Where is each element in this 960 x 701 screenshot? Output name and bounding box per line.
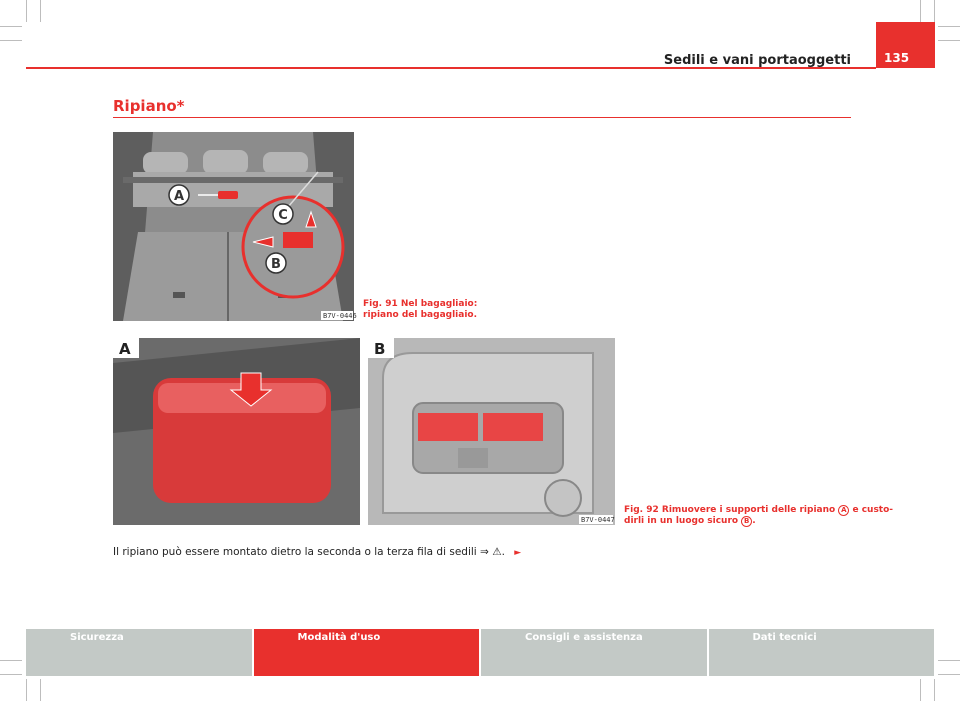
fig91-caption: Fig. 91 Nel bagagliaio: ripiano del baga… xyxy=(363,299,477,321)
continue-arrow-icon: ► xyxy=(514,548,522,558)
crop-mark xyxy=(40,0,41,22)
crop-mark xyxy=(40,679,41,701)
body-paragraph: Il ripiano può essere montato dietro la … xyxy=(113,546,521,558)
fig92-caption-b: B xyxy=(741,516,753,527)
fig91-code: B7V-0446 xyxy=(323,312,357,320)
body-after-warning: . xyxy=(501,546,505,558)
crop-mark xyxy=(0,40,22,41)
fig92-caption-a: A xyxy=(838,505,850,516)
figure-92-image: A B B7V-0447 xyxy=(113,338,615,525)
running-header-title: Sedili e vani portaoggetti xyxy=(663,53,851,68)
crop-mark xyxy=(920,679,921,701)
crop-mark xyxy=(938,40,960,41)
fig92-caption-mid: e custo- xyxy=(849,505,894,515)
fig92-caption-line1: Fig. 92 Rimuovere i supporti delle ripia… xyxy=(624,505,893,516)
fig91-caption-line1: Fig. 91 Nel bagagliaio: xyxy=(363,299,478,309)
crop-mark xyxy=(938,674,960,675)
fig91-label-c: C xyxy=(278,208,288,223)
header-rule xyxy=(26,67,876,69)
fig92-caption-line2-pre: dirli in un luogo sicuro xyxy=(624,516,742,526)
crop-mark xyxy=(938,26,960,27)
warning-icon[interactable]: ⚠ xyxy=(492,546,502,558)
crop-mark xyxy=(26,0,27,22)
tab-modalita-duso[interactable]: Modalità d'uso xyxy=(253,629,481,676)
body-text: Il ripiano può essere montato dietro la … xyxy=(113,546,489,558)
page-number: 135 xyxy=(876,22,935,68)
fig92-code: B7V-0447 xyxy=(581,516,615,524)
section-rule xyxy=(113,117,851,118)
fig92-caption-end: . xyxy=(752,516,756,526)
fig92-panel-b-label: B xyxy=(374,340,385,358)
footer-chapter-nav: Sicurezza Modalità d'uso Consigli e assi… xyxy=(26,629,934,676)
fig92-caption: Fig. 92 Rimuovere i supporti delle ripia… xyxy=(624,505,893,527)
tab-consigli-e-assistenza[interactable]: Consigli e assistenza xyxy=(481,629,709,676)
crop-mark xyxy=(934,679,935,701)
tab-dati-tecnici[interactable]: Dati tecnici xyxy=(708,629,934,676)
fig91-label-b: B xyxy=(271,257,281,272)
crop-mark xyxy=(934,0,935,22)
figure-91-image: A C B B7V-0446 xyxy=(113,132,357,321)
fig92-caption-line2: dirli in un luogo sicuro B. xyxy=(624,516,893,527)
crop-mark xyxy=(26,679,27,701)
crop-mark xyxy=(0,660,22,661)
crop-mark xyxy=(920,0,921,22)
fig92-panel-a-label: A xyxy=(119,340,131,358)
crop-mark xyxy=(938,660,960,661)
fig92-caption-pre: Fig. 92 Rimuovere i supporti delle ripia… xyxy=(624,505,839,515)
section-title: Ripiano* xyxy=(113,97,185,115)
fig91-label-a: A xyxy=(174,189,184,204)
tab-sicurezza[interactable]: Sicurezza xyxy=(26,629,254,676)
crop-mark xyxy=(0,674,22,675)
fig91-caption-line2: ripiano del bagagliaio. xyxy=(363,310,478,320)
crop-mark xyxy=(0,26,22,27)
